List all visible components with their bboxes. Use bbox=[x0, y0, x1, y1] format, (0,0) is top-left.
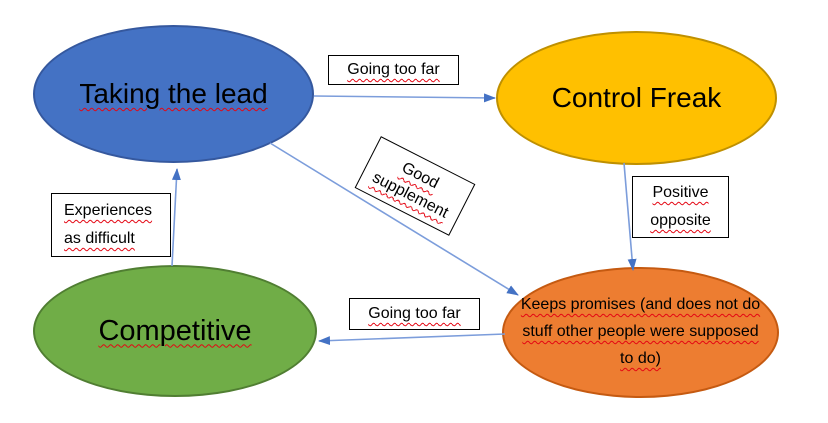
arrow-keeps-to-competitive[interactable] bbox=[318, 333, 506, 346]
label-experiences-as-difficult[interactable]: Experiences as difficult bbox=[51, 193, 171, 257]
node-competitive[interactable]: Competitive bbox=[33, 265, 317, 397]
label-good-supplement-text: Good supplement bbox=[369, 159, 451, 222]
node-keeps-promises[interactable]: Keeps promises (and does not do stuff ot… bbox=[502, 267, 779, 398]
label-good-supplement[interactable]: Good supplement bbox=[354, 136, 476, 236]
label-going-too-far-top[interactable]: Going too far bbox=[328, 55, 459, 85]
label-positive-opposite-text: Positive opposite bbox=[650, 184, 711, 229]
label-experiences-as-difficult-text: Experiences as difficult bbox=[64, 202, 153, 247]
label-going-too-far-bottom-text: Going too far bbox=[368, 305, 461, 322]
node-competitive-label: Competitive bbox=[98, 314, 252, 347]
node-control-freak[interactable]: Control Freak bbox=[496, 31, 777, 165]
label-positive-opposite[interactable]: Positive opposite bbox=[632, 176, 729, 238]
arrow-competitive-to-taking[interactable] bbox=[171, 168, 181, 267]
label-going-too-far-top-text: Going too far bbox=[347, 61, 440, 78]
node-control-freak-label: Control Freak bbox=[551, 82, 722, 113]
arrow-taking-to-control[interactable] bbox=[313, 93, 496, 103]
node-taking-the-lead[interactable]: Taking the lead bbox=[33, 25, 314, 163]
node-keeps-promises-label: Keeps promises (and does not do stuff ot… bbox=[520, 296, 761, 367]
node-taking-the-lead-label: Taking the lead bbox=[79, 78, 268, 109]
label-going-too-far-bottom[interactable]: Going too far bbox=[349, 298, 480, 330]
